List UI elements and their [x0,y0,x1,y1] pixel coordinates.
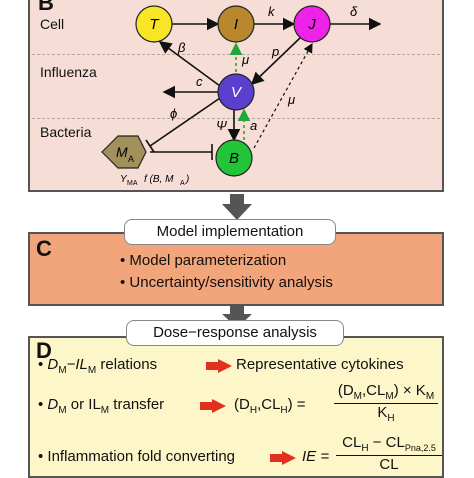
divider-influenza-bacteria [32,118,440,119]
node-m-label: M [116,144,128,160]
node-b-circle [215,139,253,177]
panel-letter-c: C [36,236,52,261]
ie-numerator: CLH − CLPna,2.5 [336,434,442,456]
rate-psi: Ψ [216,118,227,133]
panel-d-row1-relations: • DM−ILM relations [38,356,158,376]
panel-letter-b: B [38,0,54,15]
panel-d-row2-transfer: • DM or ILM transfer [38,396,165,416]
panel-d-dose-response [28,336,444,478]
panel-c-bullet-1: • Model parameterization [120,252,287,269]
transfer-lhs: (DH,CLH) = [234,396,306,416]
node-t-label: T [149,16,160,33]
node-v-label: V [231,84,243,101]
node-b-label: B [229,150,239,167]
node-j-circle [293,5,331,43]
edge-v-to-t [158,41,221,87]
ie-fraction: CLH − CLPna,2.5 CL [336,434,442,473]
rate-p: p [271,44,279,59]
transfer-fraction: (DM,CLM) × KM KH [334,382,438,424]
edge-b-to-j-dashed [253,42,313,149]
node-t-circle [135,5,173,43]
rate-phi: ϕ [170,106,177,121]
rate-beta: β [177,40,186,55]
node-m-subscript: A [128,154,134,164]
transfer-denominator: KH [377,404,395,424]
growth-f-sub: A [180,180,185,187]
rate-mu-diag: μ [287,92,295,107]
panel-letter-d: D [36,338,52,363]
transfer-numerator: (DM,CLM) × KM [334,382,438,404]
red-arrow-row1 [206,359,232,373]
edge-j-to-v [250,37,301,86]
inhibit-bar-m [145,139,155,153]
panel-c-bullet-2: • Uncertainty/sensitivity analysis [120,274,333,291]
rate-c: c [196,74,203,89]
red-arrow-row2 [200,399,226,413]
flow-arrow-b-to-c [222,194,252,220]
rate-delta: δ [350,4,358,19]
panel-d-row3-label: • Inflammation fold converting [38,448,236,465]
rate-mu-top: μ [241,52,249,67]
red-arrow-row3 [270,451,296,465]
node-j-label: J [307,16,316,33]
node-m-hexagon [101,135,147,169]
edge-v-inhibits-m [149,97,221,147]
node-i-circle [217,5,255,43]
node-v-circle [217,73,255,111]
panel-c-title: Model implementation [124,219,336,245]
rate-k: k [268,4,276,19]
growth-f-close: ) [185,174,189,185]
section-label-bacteria: Bacteria [40,124,92,140]
section-label-influenza: Influenza [40,64,97,80]
ie-denominator: CL [379,456,399,473]
growth-y: Y [120,174,128,185]
rate-a: a [250,118,257,133]
panel-d-row1-cytokines: Representative cytokines [236,356,404,373]
panel-d-title: Dose−response analysis [126,320,344,346]
growth-f: f (B, M [144,174,174,185]
section-label-cell: Cell [40,16,65,32]
node-i-label: I [234,16,238,33]
ie-lhs: IE = [302,448,330,465]
growth-y-sub: MA [127,180,138,187]
